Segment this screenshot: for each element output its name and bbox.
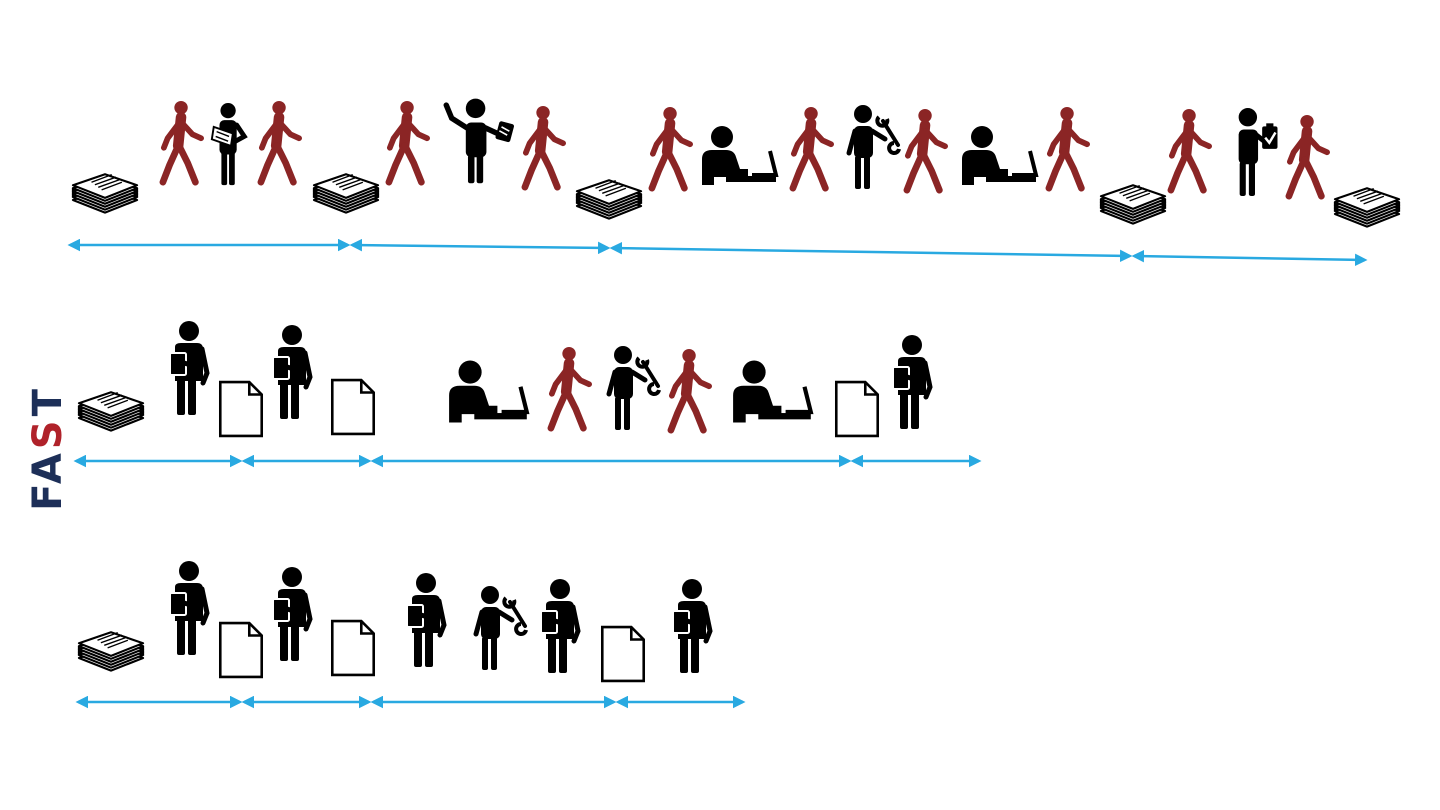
logo-accent: S	[25, 416, 71, 450]
fast-logo: FAST	[25, 385, 71, 511]
stage-arrow	[609, 241, 1133, 263]
stage-arrow	[1131, 249, 1368, 267]
logo-prefix: FA	[25, 449, 71, 511]
stage-arrow	[349, 238, 611, 255]
logo-suffix: T	[25, 385, 71, 417]
